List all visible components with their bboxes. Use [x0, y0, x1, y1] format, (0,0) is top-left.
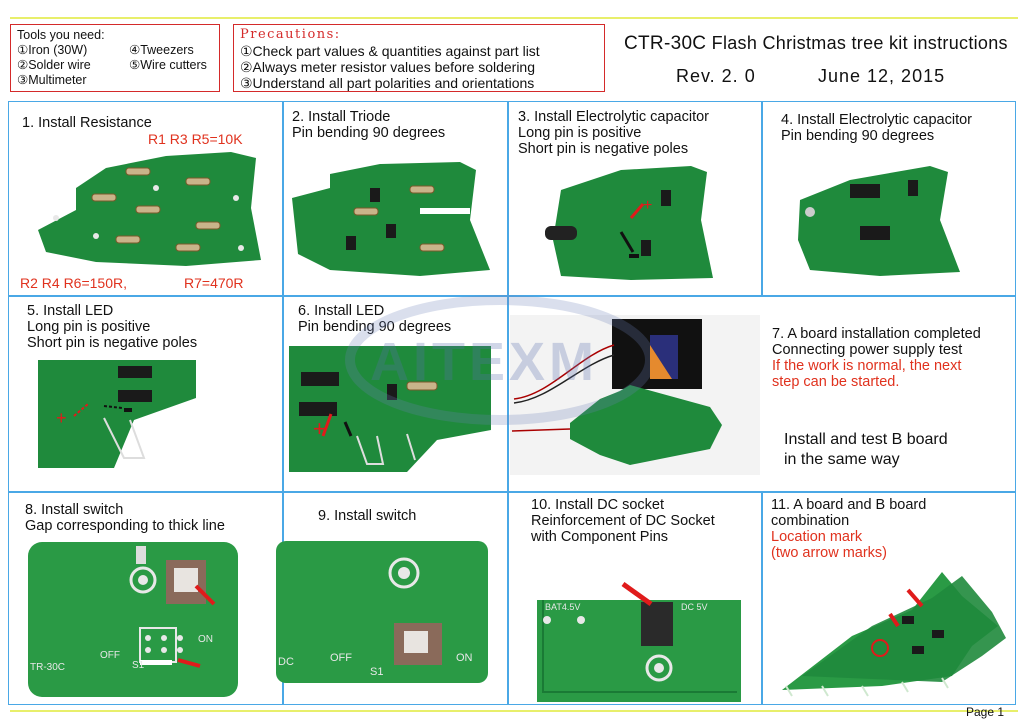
- step9-switch-image: OFF ON S1 DC: [276, 541, 488, 683]
- grid-line: [761, 491, 763, 705]
- step1-resistance-top: R1 R3 R5=10K: [148, 131, 243, 147]
- step3-title: 3. Install Electrolytic capacitor: [518, 109, 709, 125]
- step8-switch-image: OFF ON S1 TR-30C: [28, 542, 238, 697]
- tool-item: ⑤Wire cutters: [129, 58, 207, 72]
- silk-on-label: ON: [198, 634, 213, 645]
- silk-s1-label: S1: [370, 666, 383, 678]
- grid-line: [8, 295, 1016, 297]
- step7-assembled-image: [510, 315, 760, 475]
- step11-combination-image: [782, 572, 1006, 697]
- step4-pcb-image: [798, 166, 960, 276]
- precautions-title: Precautions:: [240, 27, 341, 42]
- step3-note: Short pin is negative poles: [518, 141, 689, 157]
- step1-resistance-bottom-left: R2 R4 R6=150R,: [20, 275, 128, 291]
- step4-title: 4. Install Electrolytic capacitor: [781, 112, 972, 128]
- model-number: CTR-30C: [624, 33, 707, 54]
- polarity-plus-label: +: [56, 408, 67, 428]
- step2-pcb-image: [292, 162, 490, 276]
- step10-note: Reinforcement of DC Socket: [531, 513, 715, 529]
- step1-title: 1. Install Resistance: [22, 115, 152, 131]
- step6-note: Pin bending 90 degrees: [298, 319, 452, 335]
- step10-title: 10. Install DC socket: [531, 497, 664, 513]
- tool-item: ①Iron (30W): [17, 43, 88, 57]
- silk-dc5v-label: DC 5V: [681, 602, 708, 612]
- step10-note: with Component Pins: [531, 529, 669, 545]
- silk-dc-label: DC: [278, 656, 294, 668]
- grid-line: [507, 101, 509, 705]
- precaution-item: ②Always meter resistor values before sol…: [240, 59, 536, 75]
- step11-location-mark: (two arrow marks): [771, 545, 888, 561]
- silk-off-label: OFF: [100, 650, 120, 661]
- step8-title: 8. Install switch: [25, 502, 124, 518]
- steps-grid: [8, 101, 1016, 705]
- step11-note: combination: [771, 513, 850, 529]
- step11-location-mark: Location mark: [771, 529, 863, 545]
- grid-line: [761, 101, 763, 295]
- step6-pcb-image: +: [289, 346, 491, 472]
- step7-warning: If the work is normal, the next: [772, 358, 962, 374]
- silk-bat-label: BAT4.5V: [545, 602, 580, 612]
- bottom-rule: [10, 710, 1018, 712]
- revision: Rev. 2. 0: [676, 66, 756, 86]
- precautions-box: Precautions: ①Check part values & quanti…: [233, 24, 605, 92]
- step5-note: Long pin is positive: [27, 319, 151, 335]
- step8-note: Gap corresponding to thick line: [25, 518, 225, 534]
- step7-b-board: Install and test B board: [784, 431, 948, 448]
- date: June 12, 2015: [818, 66, 946, 86]
- tools-title: Tools you need:: [17, 28, 105, 42]
- document-title: CTR-30C Flash Christmas tree kit instruc…: [624, 33, 1008, 55]
- page-number: Page 1: [966, 705, 1005, 719]
- silk-ctr-label: TR-30C: [30, 662, 65, 673]
- step4-note: Pin bending 90 degrees: [781, 128, 935, 144]
- step5-pcb-image: +: [38, 360, 196, 468]
- step9-title: 9. Install switch: [318, 508, 417, 524]
- silk-on-label: ON: [456, 652, 473, 664]
- step5-note: Short pin is negative poles: [27, 335, 198, 351]
- silk-off-label: OFF: [330, 652, 352, 664]
- tool-item: ④Tweezers: [129, 43, 194, 57]
- polarity-plus-label: +: [313, 416, 326, 441]
- tool-item: ③Multimeter: [17, 73, 87, 87]
- silk-s1-label: S1: [132, 660, 145, 671]
- polarity-plus-label: +: [643, 197, 652, 214]
- top-rule: [10, 17, 1018, 19]
- step7-note: Connecting power supply test: [772, 342, 963, 358]
- tools-box: Tools you need: ①Iron (30W) ④Tweezers ②So…: [10, 24, 220, 92]
- step1-resistance-bottom-right: R7=470R: [184, 275, 244, 291]
- grid-line: [282, 101, 284, 705]
- step3-pcb-image: +: [545, 166, 713, 280]
- step2-note: Pin bending 90 degrees: [292, 125, 446, 141]
- precaution-item: ③Understand all part polarities and orie…: [240, 75, 535, 91]
- step7-title: 7. A board installation completed: [772, 326, 981, 342]
- step7-b-board: in the same way: [784, 451, 900, 468]
- step5-title: 5. Install LED: [27, 303, 114, 319]
- step1-pcb-image: [38, 152, 261, 266]
- step3-note: Long pin is positive: [518, 125, 642, 141]
- step2-title: 2. Install Triode: [292, 109, 391, 125]
- document-subtitle: Flash Christmas tree kit instructions: [711, 33, 1008, 53]
- precaution-item: ①Check part values & quantities against …: [240, 43, 540, 59]
- step7-warning: step can be started.: [772, 374, 900, 390]
- tool-item: ②Solder wire: [17, 58, 91, 72]
- step6-title: 6. Install LED: [298, 303, 385, 319]
- step10-dc-socket-image: BAT4.5V DC 5V: [537, 582, 741, 702]
- grid-line: [8, 491, 1016, 493]
- step11-title: 11. A board and B board: [771, 497, 927, 513]
